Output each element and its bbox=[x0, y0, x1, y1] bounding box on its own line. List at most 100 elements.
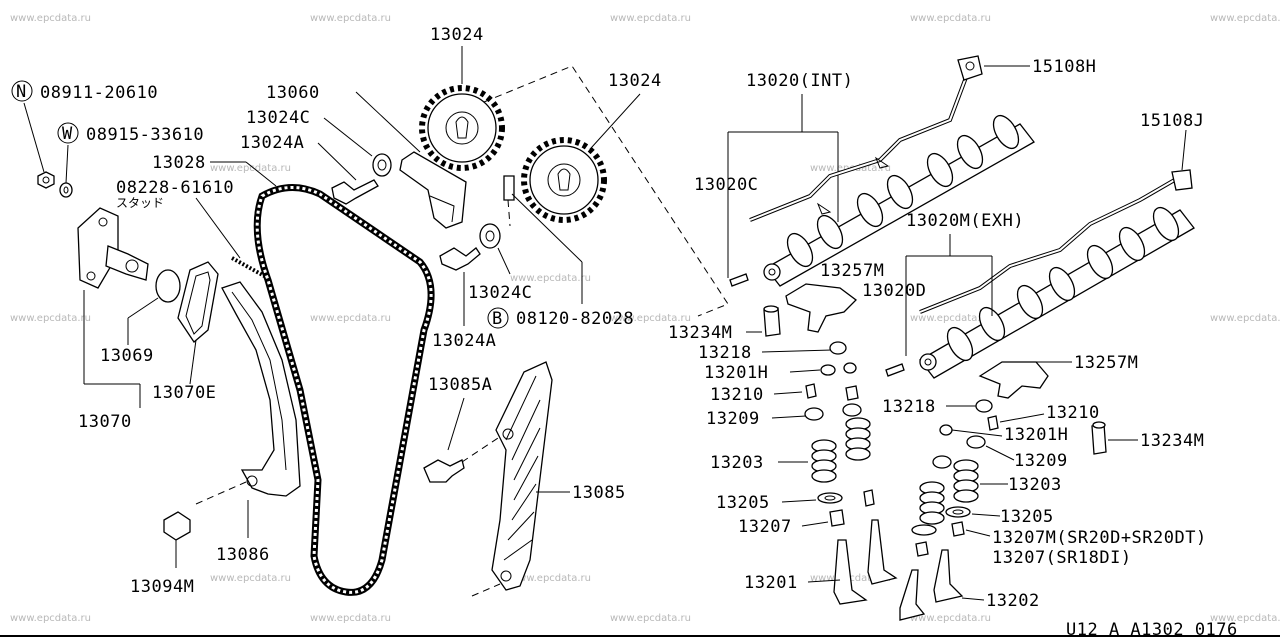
label-13210-left[interactable]: 13210 bbox=[710, 385, 764, 405]
label-13257M-top[interactable]: 13257M bbox=[820, 261, 884, 281]
label-08228-61610[interactable]: 08228-61610 bbox=[116, 178, 234, 198]
timing-chain-group: 13028 bbox=[152, 153, 435, 596]
label-13020C[interactable]: 13020C bbox=[694, 175, 758, 195]
label-13201H-left[interactable]: 13201H bbox=[704, 363, 768, 383]
watermark: www.epcdata.ru bbox=[510, 273, 591, 284]
sprocket-bolt-mid bbox=[439, 247, 481, 271]
spring-retainer-right bbox=[966, 435, 986, 449]
cam-dowel-exh bbox=[885, 363, 905, 377]
cam-dowel-int bbox=[729, 273, 749, 287]
watermark: www.epcdata.ru bbox=[10, 313, 91, 324]
watermark: www.epcdata.ru bbox=[1210, 313, 1280, 324]
label-13205-left[interactable]: 13205 bbox=[716, 493, 770, 513]
watermark: www.epcdata.ru bbox=[610, 313, 691, 324]
chain-tension-guide bbox=[221, 281, 301, 497]
chain-slack-guide bbox=[491, 361, 553, 591]
valvetrain-exhaust-group: 13257M 13218 13210 13201H 13234M 13209 bbox=[882, 353, 1207, 621]
watermark: www.epcdata.ru bbox=[210, 163, 291, 174]
watermark: www.epcdata.ru bbox=[310, 13, 391, 24]
label-13020D[interactable]: 13020D bbox=[862, 281, 926, 301]
valve-shim-left bbox=[820, 364, 836, 376]
oil-pipe-fitting-j bbox=[1171, 169, 1193, 191]
valve-seal-right bbox=[951, 521, 965, 537]
label-13060[interactable]: 13060 bbox=[266, 83, 320, 103]
washer bbox=[59, 182, 73, 198]
watermark: www.epcdata.ru bbox=[610, 13, 691, 24]
label-13085A[interactable]: 13085A bbox=[428, 375, 492, 395]
label-13201H-right[interactable]: 13201H bbox=[1004, 425, 1068, 445]
sprocket-washer-mid bbox=[479, 223, 501, 249]
valve-lifter-left bbox=[829, 341, 847, 355]
nut bbox=[37, 171, 55, 189]
valve-cotter-left bbox=[805, 383, 817, 399]
label-13070E[interactable]: 13070E bbox=[152, 383, 216, 403]
spring-seat-left bbox=[817, 492, 843, 504]
label-13024A-top[interactable]: 13024A bbox=[240, 133, 304, 153]
slack-guide-group: 13085 13085A bbox=[423, 361, 626, 597]
label-13207M[interactable]: 13207M(SR20D+SR20DT) bbox=[992, 528, 1207, 548]
watermark: www.epcdata.ru bbox=[1210, 13, 1280, 24]
tensioner-gasket-ring bbox=[155, 269, 181, 303]
tensioner-gasket bbox=[177, 261, 219, 343]
label-13094M[interactable]: 13094M bbox=[130, 577, 194, 597]
label-13086[interactable]: 13086 bbox=[216, 545, 270, 565]
label-13207-left[interactable]: 13207 bbox=[738, 517, 792, 537]
label-13024-top[interactable]: 13024 bbox=[430, 25, 484, 45]
marker-w-circle bbox=[57, 122, 79, 144]
label-13207-sr18[interactable]: 13207(SR18DI) bbox=[992, 548, 1132, 568]
diagram-code: U12 A A1302 0176 bbox=[1066, 620, 1238, 640]
label-13085[interactable]: 13085 bbox=[572, 483, 626, 503]
label-13234M-left[interactable]: 13234M bbox=[668, 323, 732, 343]
label-15108J[interactable]: 15108J bbox=[1140, 111, 1204, 131]
label-13205-right[interactable]: 13205 bbox=[1000, 507, 1054, 527]
label-13209-left[interactable]: 13209 bbox=[706, 409, 760, 429]
label-13024-right[interactable]: 13024 bbox=[608, 71, 662, 91]
watermark: www.epcdata.ru bbox=[10, 613, 91, 624]
oil-pipe-fitting-h bbox=[957, 55, 983, 81]
guide-bolt bbox=[163, 511, 191, 541]
watermark: www.epcdata.ru bbox=[510, 573, 591, 584]
sprocket-bolt-top bbox=[331, 179, 379, 205]
exhaust-valve bbox=[933, 549, 964, 603]
valve-cotter-right bbox=[987, 415, 999, 431]
slack-guide-bolt bbox=[423, 459, 465, 483]
marker-b-circle bbox=[487, 307, 509, 329]
dowel-pin bbox=[503, 175, 515, 201]
spring-retainer-left bbox=[804, 407, 824, 421]
spring-seat-right bbox=[945, 506, 971, 518]
label-13028[interactable]: 13028 bbox=[152, 153, 206, 173]
valve-seal-left bbox=[829, 509, 845, 527]
label-13024C-mid[interactable]: 13024C bbox=[468, 283, 532, 303]
label-13203-left[interactable]: 13203 bbox=[710, 453, 764, 473]
upper-chain-guide bbox=[399, 151, 467, 229]
rocker-arm-exhaust bbox=[978, 361, 1049, 399]
label-08120-82028[interactable]: 08120-82028 bbox=[516, 309, 634, 329]
label-13210-right[interactable]: 13210 bbox=[1046, 403, 1100, 423]
label-13218-left[interactable]: 13218 bbox=[698, 343, 752, 363]
label-13202[interactable]: 13202 bbox=[986, 591, 1040, 611]
label-13020-int[interactable]: 13020(INT) bbox=[746, 71, 853, 91]
label-13069[interactable]: 13069 bbox=[100, 346, 154, 366]
label-13070[interactable]: 13070 bbox=[78, 412, 132, 432]
watermark: www.epcdata.ru bbox=[310, 313, 391, 324]
label-15108H[interactable]: 15108H bbox=[1032, 57, 1096, 77]
label-08911-20610[interactable]: 08911-20610 bbox=[40, 83, 158, 103]
label-13024C-top[interactable]: 13024C bbox=[246, 108, 310, 128]
label-13201[interactable]: 13201 bbox=[744, 573, 798, 593]
label-13218-right[interactable]: 13218 bbox=[882, 397, 936, 417]
valve-lifter-right bbox=[975, 399, 993, 413]
label-13203-right[interactable]: 13203 bbox=[1008, 475, 1062, 495]
valve-shim-right bbox=[939, 424, 953, 436]
stud bbox=[231, 256, 269, 280]
sprocket-washer-top bbox=[372, 153, 392, 177]
label-13234M-right[interactable]: 13234M bbox=[1140, 431, 1204, 451]
label-13257M-right[interactable]: 13257M bbox=[1074, 353, 1138, 373]
label-13024A-mid[interactable]: 13024A bbox=[432, 331, 496, 351]
label-08915-33610[interactable]: 08915-33610 bbox=[86, 125, 204, 145]
watermark: www.epcdata.ru bbox=[610, 613, 691, 624]
rocker-arm-intake bbox=[785, 283, 857, 333]
label-13020M-exh[interactable]: 13020M(EXH) bbox=[906, 211, 1024, 231]
watermark: www.epcdata.ru bbox=[910, 313, 991, 324]
watermark: www.epcdata.ru bbox=[10, 13, 91, 24]
label-13209-right[interactable]: 13209 bbox=[1014, 451, 1068, 471]
